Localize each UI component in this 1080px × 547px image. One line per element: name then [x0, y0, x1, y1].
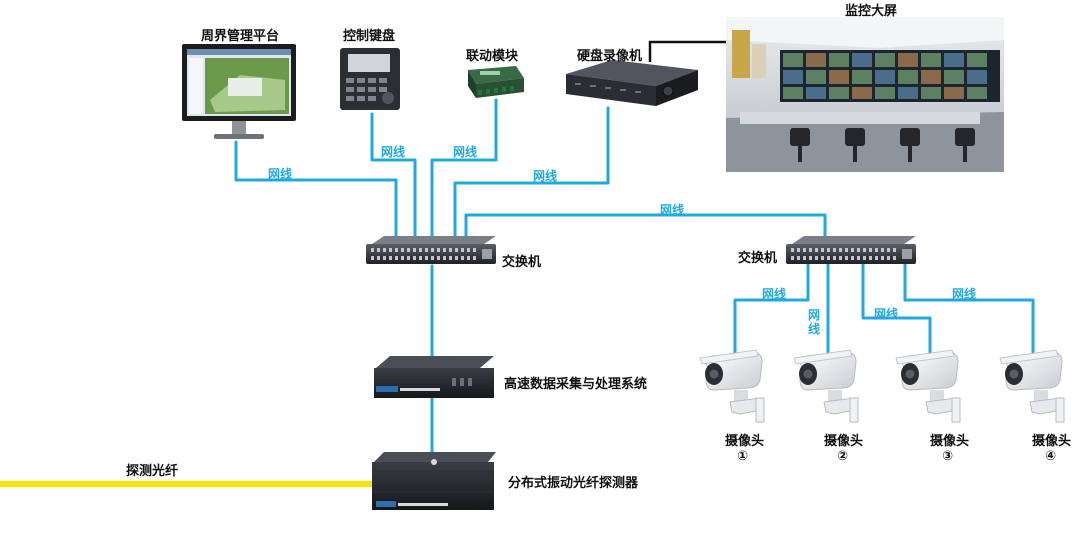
camera-group: [699, 349, 1065, 423]
label-camera-1-number: ①: [737, 449, 749, 464]
cable-module-switch: [430, 98, 498, 242]
label-control-keyboard: 控制键盘: [343, 29, 396, 44]
camera-3-icon: [895, 349, 961, 423]
cable-cam4: [903, 263, 1035, 357]
camera-4-icon: [999, 349, 1065, 423]
label-nvr: 硬盘录像机: [577, 49, 643, 64]
control-keyboard-icon: [340, 48, 400, 110]
label-camera-2-number: ②: [837, 449, 849, 464]
cable-cam1: [733, 263, 810, 357]
cable-label-nvr: 网线: [533, 169, 558, 183]
cable-keyboard-switch: [370, 112, 417, 242]
label-camera-2: 摄像头: [824, 434, 864, 449]
camera-2-icon: [793, 349, 859, 423]
cable-nvr-monitor: [648, 40, 730, 62]
main-switch-icon: [366, 236, 496, 264]
acquisition-system-icon: [374, 356, 494, 398]
cable-platform-switch: [234, 140, 398, 242]
label-camera-3-number: ③: [942, 449, 954, 464]
label-monitor-wall: 监控大屏: [845, 4, 898, 19]
label-linkage-module: 联动模块: [466, 49, 519, 64]
cable-label-cam4: 网线: [952, 287, 977, 301]
camera-1-icon: [699, 349, 765, 423]
cable-label-cam2: 网线: [808, 308, 821, 336]
cable-label-trunk: 网线: [660, 203, 685, 217]
cable-label-cam3: 网线: [874, 307, 899, 321]
label-das-detector: 分布式振动光纤探测器: [508, 476, 639, 491]
label-detection-fiber: 探测光纤: [126, 464, 179, 479]
cable-switch-switch: [464, 213, 827, 242]
cable-label-module: 网线: [453, 145, 478, 159]
network-cables: [234, 98, 1035, 454]
linkage-module-icon: [468, 66, 524, 98]
platform-monitor-icon: [182, 44, 296, 139]
label-camera-4: 摄像头: [1032, 434, 1072, 449]
cable-label-platform: 网线: [268, 167, 293, 181]
camera-switch-icon: [786, 236, 916, 264]
label-camera-4-number: ④: [1045, 449, 1057, 464]
cable-nvr-switch: [453, 106, 610, 242]
label-camera-3: 摄像头: [930, 434, 970, 449]
label-camera-switch: 交换机: [738, 251, 778, 266]
label-camera-1: 摄像头: [725, 434, 765, 449]
detection-fiber: [0, 481, 372, 487]
cable-label-keyboard: 网线: [381, 145, 406, 159]
monitor-wall-photo: [726, 17, 1004, 172]
nvr-icon: [566, 60, 698, 106]
label-main-switch: 交换机: [502, 255, 542, 270]
das-detector-icon: [372, 452, 496, 510]
label-acquisition-system: 高速数据采集与处理系统: [504, 377, 648, 392]
label-perimeter-platform: 周界管理平台: [201, 29, 280, 44]
cable-label-cam1: 网线: [762, 287, 787, 301]
cable-cam3: [861, 263, 932, 357]
